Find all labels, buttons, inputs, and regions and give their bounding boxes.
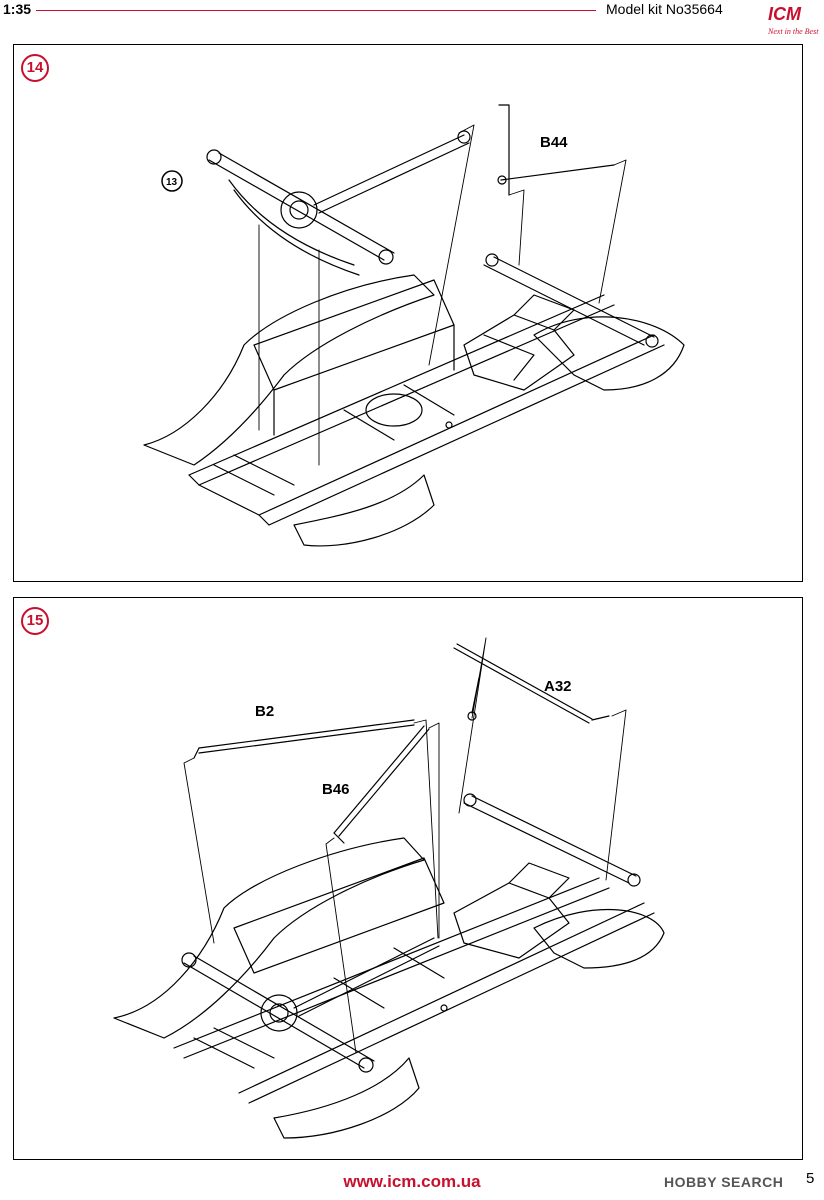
front-skid [293,474,435,547]
left-fender [113,837,425,1039]
front-skid [273,1057,420,1139]
part-label-a32: A32 [544,678,572,695]
brand-name: ICM [768,4,802,24]
step-number-badge: 14 [21,54,49,82]
step-number-badge: 15 [21,607,49,635]
rear-axle-assembly [183,962,365,1069]
chassis-rail-right [238,902,645,1094]
rear-axle-assembly [208,159,385,261]
step-15-panel: 15 [13,597,803,1160]
part-b2-rod [198,719,415,749]
page-number: 5 [806,1170,815,1187]
part-b44-rod [498,104,510,196]
front-crossbar [483,264,645,346]
scale-label: 1:35 [3,1,32,17]
footer-url[interactable]: www.icm.com.ua [343,1172,481,1191]
right-fender [533,908,665,969]
header-rule [36,10,596,11]
kit-number: Model kit No35664 [606,1,723,17]
front-crossbar [463,802,630,884]
part-label-b44: B44 [540,134,568,151]
icm-logo: ICM Next in the Best [767,4,819,36]
subassembly-ref-circle [161,170,183,192]
page-header: 1:35 Model kit No35664 ICM Next in the B… [0,0,824,40]
step-14-drawing: B44 13 [143,104,685,547]
left-fender [143,274,435,466]
chassis-rail-left [188,294,605,476]
part-label-b2: B2 [255,703,274,720]
propeller-shaft [313,134,465,206]
propeller-shaft [293,937,435,1009]
step-15-drawing: A32 B2 B46 [113,637,665,1139]
running-board [233,857,445,974]
part-a32-rod [453,647,590,724]
chassis-rail-right [258,334,655,516]
step-14-panel: 14 [13,44,803,582]
brand-tagline: Next in the Best [767,27,819,36]
subassembly-ref-number: 13 [166,177,178,188]
part-label-b46: B46 [322,781,350,798]
part-b46-rod [333,725,425,834]
chassis-rail-left [173,877,600,1049]
watermark: HOBBY SEARCH [664,1174,784,1190]
